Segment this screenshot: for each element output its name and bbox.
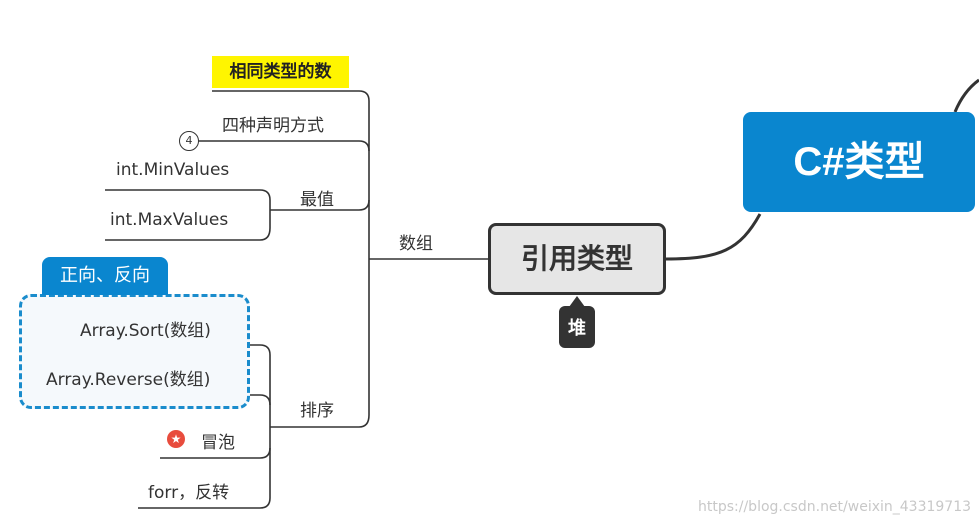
center-label: 引用类型 [520, 242, 633, 275]
declare-count-badge[interactable]: 4 [179, 131, 199, 151]
connector-bubble [160, 447, 271, 459]
sort-group-label[interactable]: 正向、反向 [42, 257, 168, 295]
connector-root-up [953, 78, 979, 113]
connector-center-root [665, 213, 762, 261]
watermark: https://blog.csdn.net/weixin_43319713 [698, 499, 972, 515]
star-icon: ★ [167, 430, 185, 448]
connector-same-type [212, 90, 370, 102]
topic-bubble[interactable]: 冒泡 [201, 433, 235, 453]
sort-group-label-text: 正向、反向 [60, 265, 150, 286]
connector-sort [270, 414, 370, 428]
connector-forr [138, 497, 271, 509]
connector-min [105, 189, 271, 201]
declare-count-label: 4 [185, 134, 193, 147]
heap-tag-pointer [569, 296, 585, 307]
sort-group-boundary[interactable] [19, 294, 250, 409]
heap-tag-label: 堆 [568, 318, 586, 339]
connector-reverse-item [34, 394, 271, 406]
topic-min[interactable]: int.MinValues [116, 160, 230, 180]
connector-max [105, 227, 271, 241]
topic-sort[interactable]: 排序 [300, 401, 334, 421]
topic-extreme[interactable]: 最值 [300, 190, 334, 210]
topic-same-type[interactable]: 相同类型的数 [212, 56, 349, 88]
topic-declare[interactable]: 四种声明方式 [222, 116, 324, 136]
root-node[interactable]: C#类型 [743, 112, 975, 212]
connector-extreme [270, 199, 370, 211]
connector-declare [197, 140, 370, 152]
topic-forr-reverse[interactable]: forr，反转 [148, 483, 230, 503]
center-node[interactable]: 引用类型 [488, 223, 666, 295]
root-label: C#类型 [793, 140, 925, 184]
topic-max[interactable]: int.MaxValues [110, 210, 229, 230]
topic-array-reverse[interactable]: Array.Reverse(数组) [46, 370, 211, 390]
connector-sort-item [68, 344, 271, 356]
topic-array-sort[interactable]: Array.Sort(数组) [80, 321, 211, 341]
heap-tag[interactable]: 堆 [559, 306, 595, 348]
topic-same-type-label: 相同类型的数 [229, 62, 332, 82]
branch-array[interactable]: 数组 [399, 234, 433, 254]
